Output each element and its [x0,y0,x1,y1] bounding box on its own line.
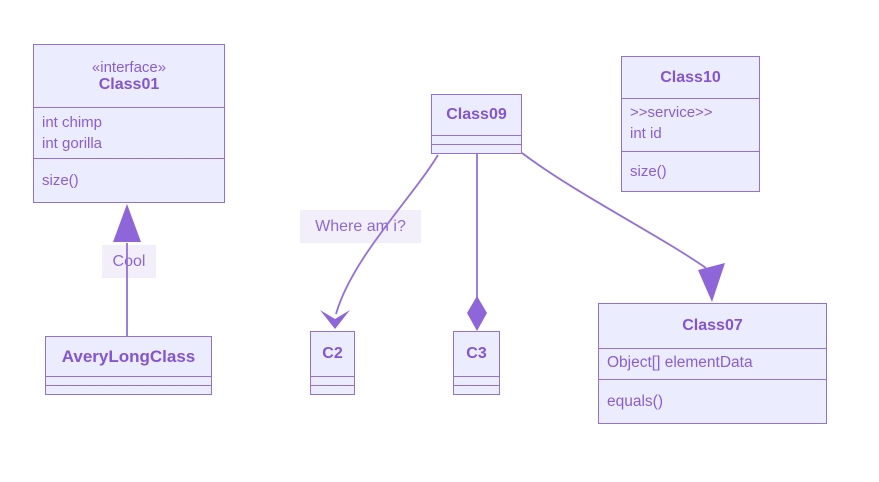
c2-header: C2 [311,332,354,376]
open-vee-arrowhead-icon [320,310,350,329]
class01-header: «interface» Class01 [34,45,224,107]
class-node-c2[interactable]: C2 [310,331,355,395]
class09-methods-empty [432,144,521,153]
class09-members-empty [432,135,521,144]
class10-member: int id [630,125,662,142]
class-node-class01[interactable]: «interface» Class01 int chimp int gorill… [33,44,225,203]
c3-members-empty [454,376,499,385]
edge-label-where-am-i: Where am i? [300,210,421,243]
class10-member: >>service>> [630,104,713,121]
class01-member: int gorilla [42,135,103,152]
class01-member: int chimp [42,114,103,131]
class07-methods: equals() [599,379,826,423]
c2-methods-empty [311,385,354,394]
c3-title: C3 [466,345,487,362]
filled-diamond-icon [467,296,487,331]
class10-methods: size() [622,151,759,191]
class-node-class09[interactable]: Class09 [431,94,522,154]
edge-label-cool: Cool [102,245,156,278]
class01-title: Class01 [98,75,160,93]
class01-members: int chimp int gorilla [34,107,224,158]
class01-methods: size() [34,158,224,202]
class-node-class10[interactable]: Class10 >>service>> int id size() [621,56,760,192]
class-node-c3[interactable]: C3 [453,331,500,395]
class-node-class07[interactable]: Class07 Object[] elementData equals() [598,303,827,424]
filled-triangle-arrowhead-icon [113,204,141,242]
averylongclass-header: AveryLongClass [46,337,211,376]
class07-member: Object[] elementData [607,354,753,371]
class01-method: size() [42,172,79,189]
class10-method: size() [630,163,667,180]
c2-title: C2 [322,345,343,362]
class10-header: Class10 [622,57,759,98]
averylongclass-members-empty [46,376,211,385]
class09-header: Class09 [432,95,521,135]
c2-members-empty [311,376,354,385]
c3-header: C3 [454,332,499,376]
class10-members: >>service>> int id [622,98,759,151]
filled-triangle-arrowhead-icon [698,263,725,302]
class07-members: Object[] elementData [599,348,826,379]
class01-stereotype: «interface» [91,58,167,76]
class07-title: Class07 [682,317,743,334]
c3-methods-empty [454,385,499,394]
class-node-averylongclass[interactable]: AveryLongClass [45,336,212,395]
class09-title: Class09 [446,106,507,123]
class07-header: Class07 [599,304,826,348]
averylongclass-title: AveryLongClass [61,346,196,366]
averylongclass-methods-empty [46,385,211,394]
class10-title: Class10 [660,68,721,86]
class07-method: equals() [607,393,663,410]
